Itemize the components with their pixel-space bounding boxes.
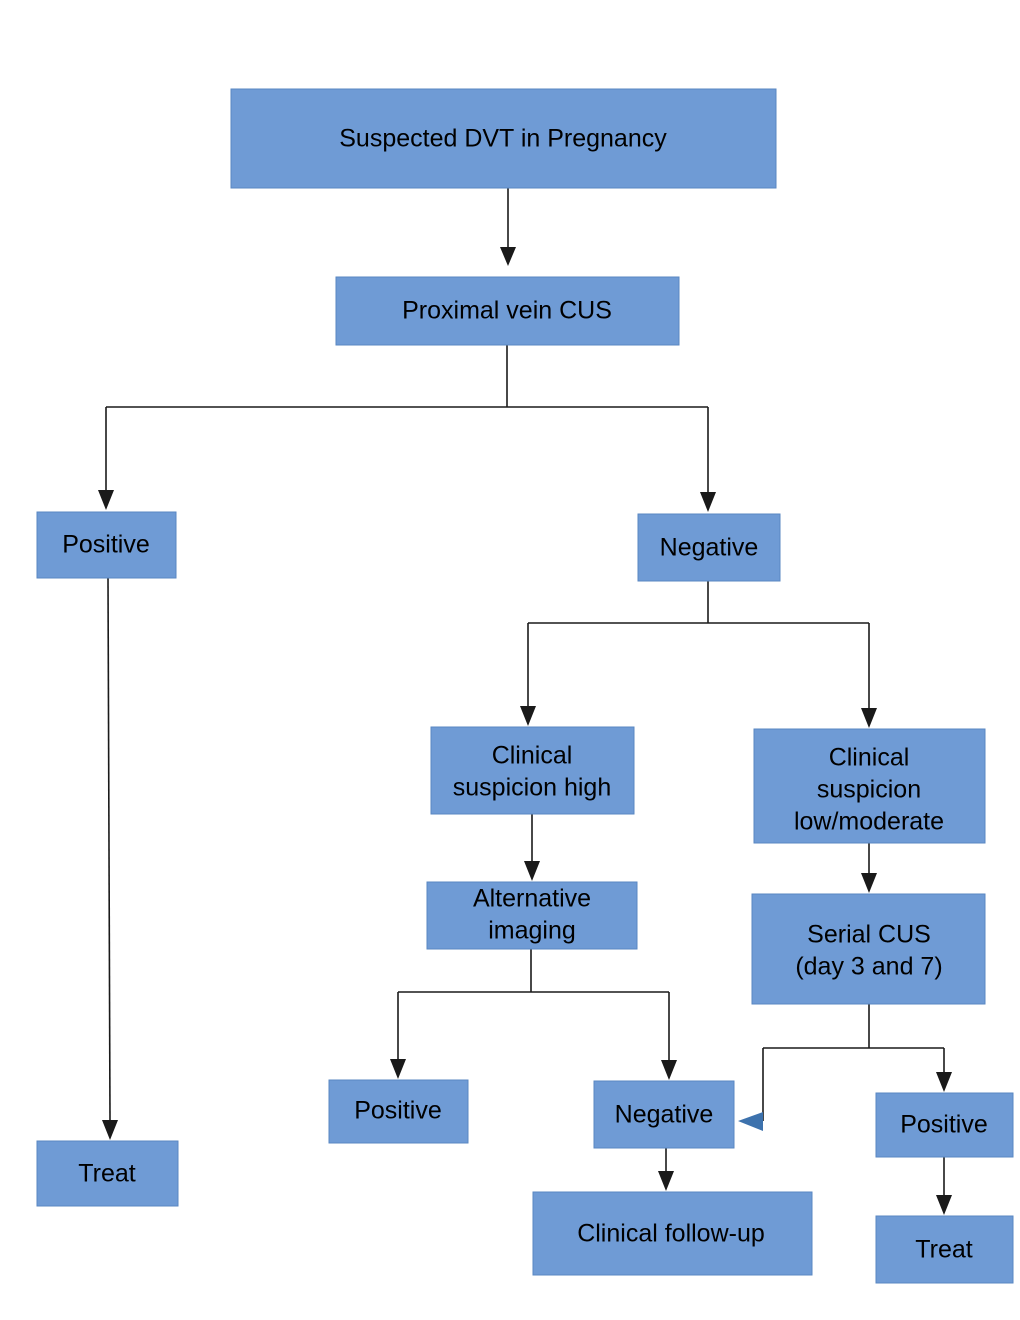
edge-serial-to-negative xyxy=(738,1048,764,1131)
node-label-line2: (day 3 and 7) xyxy=(795,953,942,981)
edge-serial-to-positive xyxy=(936,1048,952,1092)
node-label-line1: Clinical xyxy=(829,744,910,772)
node-label-line3: low/moderate xyxy=(794,808,944,836)
node-label: Treat xyxy=(78,1160,135,1188)
node-alternative-imaging[interactable]: Alternative imaging xyxy=(426,881,638,950)
node-label-line2: imaging xyxy=(488,917,576,945)
edge-cus-positive-to-treat xyxy=(102,577,118,1140)
node-label: Treat xyxy=(915,1236,972,1264)
edge-suspected-to-cus xyxy=(500,188,516,266)
node-suspicion-high[interactable]: Clinical suspicion high xyxy=(430,726,635,815)
edge-alt-split xyxy=(398,949,669,993)
edge-negative-to-high xyxy=(520,623,536,726)
node-suspected-dvt[interactable]: Suspected DVT in Pregnancy xyxy=(230,88,777,189)
node-proximal-vein-cus[interactable]: Proximal vein CUS xyxy=(335,276,680,346)
node-clinical-follow-up[interactable]: Clinical follow-up xyxy=(532,1191,813,1276)
node-suspicion-low-moderate[interactable]: Clinical suspicion low/moderate xyxy=(753,728,986,844)
edge-alt-to-positive xyxy=(390,992,406,1079)
edge-negative-split xyxy=(528,581,869,624)
node-label-line1: Alternative xyxy=(473,885,591,913)
edge-alt-to-negative xyxy=(661,992,677,1080)
edge-cus-to-negative xyxy=(700,407,716,512)
edge-negative-to-follow-up xyxy=(658,1148,674,1191)
edge-negative-to-low-moderate xyxy=(861,623,877,728)
node-label: Clinical follow-up xyxy=(577,1220,765,1248)
edge-high-to-alternative-imaging xyxy=(524,814,540,881)
node-label-line1: Clinical xyxy=(492,742,573,770)
node-label-line1: Serial CUS xyxy=(807,921,931,949)
node-treat-right[interactable]: Treat xyxy=(875,1215,1014,1284)
node-treat-left[interactable]: Treat xyxy=(36,1140,179,1207)
node-serial-cus-positive[interactable]: Positive xyxy=(875,1092,1014,1158)
node-label: Positive xyxy=(900,1111,988,1139)
node-label: Positive xyxy=(354,1097,442,1125)
edge-cus-split xyxy=(106,345,708,408)
edge-low-moderate-to-serial-cus xyxy=(861,843,877,893)
node-label-line2: suspicion xyxy=(817,776,921,804)
node-alt-imaging-negative[interactable]: Negative xyxy=(593,1080,735,1149)
node-cus-negative[interactable]: Negative xyxy=(637,513,781,582)
node-label: Negative xyxy=(615,1101,714,1129)
node-label: Proximal vein CUS xyxy=(402,297,612,325)
node-cus-positive[interactable]: Positive xyxy=(36,511,177,579)
node-label: Positive xyxy=(62,531,150,559)
node-label: Suspected DVT in Pregnancy xyxy=(339,125,667,153)
edge-serial-split xyxy=(763,1004,944,1049)
node-label: Negative xyxy=(660,534,759,562)
edge-cus-to-positive xyxy=(98,407,114,510)
node-serial-cus[interactable]: Serial CUS (day 3 and 7) xyxy=(751,893,986,1005)
edge-positive-to-treat-right xyxy=(936,1157,952,1215)
node-label-line2: suspicion high xyxy=(453,774,611,802)
node-alt-imaging-positive[interactable]: Positive xyxy=(328,1079,469,1144)
